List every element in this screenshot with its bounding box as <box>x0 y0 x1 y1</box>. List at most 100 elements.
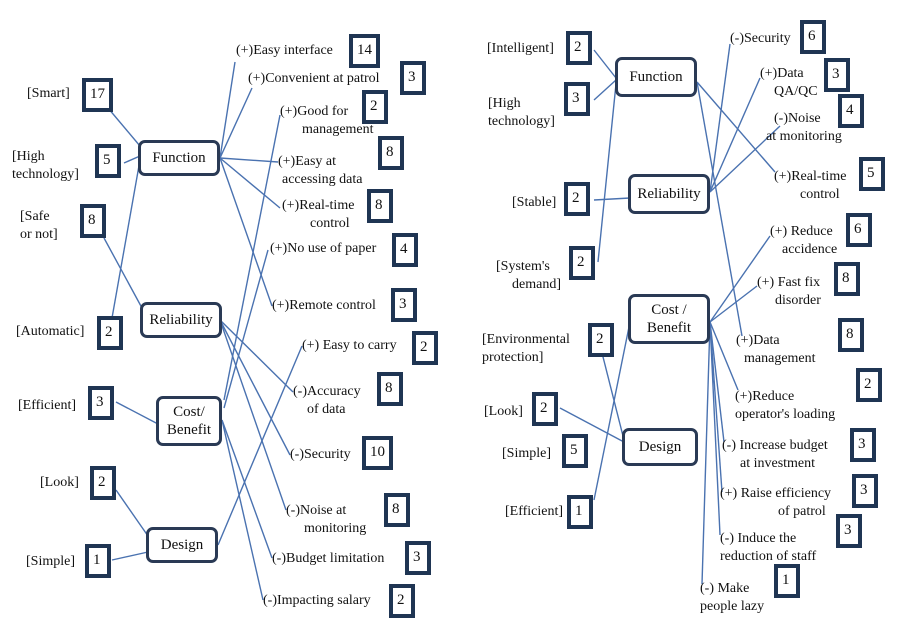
count-box: 3 <box>88 386 114 420</box>
label-line: (+)Good for <box>280 104 349 119</box>
count-box: 2 <box>564 182 590 216</box>
item-label: (+)Reduce operator's loading <box>735 388 835 424</box>
count-box: 2 <box>566 31 592 65</box>
label-line: accidence <box>782 242 838 257</box>
count-box: 1 <box>85 544 111 578</box>
count-box: 3 <box>836 514 862 548</box>
label-line: [Environmental <box>482 332 570 347</box>
label-line: monitoring <box>304 521 367 536</box>
item-label: (-)Impacting salary <box>263 593 371 608</box>
count-box: 3 <box>564 82 590 116</box>
item-label: (+) Raise efficiency of patrol <box>720 485 831 521</box>
item-label: (-)Security <box>290 447 351 462</box>
count-box: 3 <box>405 541 431 575</box>
label-line: [High <box>488 96 521 111</box>
attribute-label: [High technology] <box>488 95 555 131</box>
count-box: 8 <box>377 372 403 406</box>
label-line: technology] <box>488 114 555 129</box>
label-line: Benefit <box>166 422 212 438</box>
item-label: (+) Easy to carry <box>302 338 397 353</box>
attribute-label: [Efficient] <box>18 398 77 413</box>
item-label: (+) Reduce accidence <box>770 223 837 259</box>
item-label: (-)Noise at monitoring <box>766 110 842 146</box>
label-line: (+)Real-time <box>774 169 847 184</box>
label-line: control <box>800 187 840 202</box>
category-design: Design <box>622 428 698 466</box>
label-line: (+)Data <box>760 66 804 81</box>
count-box: 1 <box>567 495 593 529</box>
label-line: (+)Easy at <box>278 154 337 169</box>
label-line: people lazy <box>700 599 765 614</box>
label-line: management <box>302 122 374 137</box>
attribute-label: [Look] <box>40 475 79 490</box>
category-function: Function <box>615 57 697 97</box>
label-line: of patrol <box>778 504 826 519</box>
label-line: [System's <box>496 259 550 274</box>
label-line: (+) Reduce <box>770 224 833 239</box>
count-box: 4 <box>838 94 864 128</box>
count-box: 2 <box>389 584 415 618</box>
label-line: (-) Induce the <box>720 531 797 546</box>
category-reliability: Reliability <box>140 302 222 338</box>
label-line: accessing data <box>282 172 363 187</box>
label-line: (+) Raise efficiency <box>720 486 832 501</box>
attribute-label: [Smart] <box>27 86 70 101</box>
item-label: (+)Remote control <box>272 298 376 313</box>
count-box: 6 <box>846 213 872 247</box>
label-line: (+)Reduce <box>735 389 795 404</box>
item-label: (-)Security <box>730 31 791 46</box>
label-line: operator's loading <box>735 407 836 422</box>
count-box: 8 <box>834 262 860 296</box>
label-line: (-)Noise <box>774 111 821 126</box>
count-box: 2 <box>97 316 123 350</box>
count-box: 2 <box>90 466 116 500</box>
count-box: 3 <box>824 58 850 92</box>
item-label: (+)Good for management <box>280 103 374 139</box>
category-function: Function <box>138 140 220 176</box>
attribute-label: [Efficient] <box>505 504 564 519</box>
item-label: (+)Real-time control <box>774 168 846 204</box>
label-line: (-)Accuracy <box>293 384 361 399</box>
label-line: technology] <box>12 167 79 182</box>
count-box: 8 <box>367 189 393 223</box>
attribute-label: [Look] <box>484 404 523 419</box>
attribute-label: [Intelligent] <box>487 41 554 56</box>
label-line: Cost / <box>651 302 687 318</box>
count-box: 2 <box>362 90 388 124</box>
label-line: (-) Increase budget <box>722 438 828 453</box>
item-label: (-)Noise at monitoring <box>286 502 366 538</box>
label-line: Cost/ <box>173 404 205 420</box>
label-line: protection] <box>482 350 544 365</box>
label-line: at investment <box>740 456 816 471</box>
item-label: (+)No use of paper <box>270 241 377 256</box>
attribute-label: [Environmental protection] <box>482 331 570 367</box>
label-line: at monitoring <box>766 129 842 144</box>
item-label: (+)Easy interface <box>236 43 333 58</box>
category-cost-benefit: Cost/Benefit <box>156 396 222 446</box>
count-box: 14 <box>349 34 380 68</box>
count-box: 2 <box>588 323 614 357</box>
count-box: 2 <box>569 246 595 280</box>
count-box: 2 <box>856 368 882 402</box>
label-line: QA/QC <box>774 84 818 99</box>
label-line: Benefit <box>646 320 692 336</box>
label-line: [Safe <box>20 209 50 224</box>
count-box: 3 <box>400 61 426 95</box>
item-label: (-) Increase budget at investment <box>722 437 828 473</box>
count-box: 5 <box>562 434 588 468</box>
label-line: (-) Make <box>700 581 750 596</box>
label-line: [High <box>12 149 45 164</box>
count-box: 10 <box>362 436 393 470</box>
category-reliability: Reliability <box>628 174 710 214</box>
count-box: 6 <box>800 20 826 54</box>
count-box: 1 <box>774 564 800 598</box>
attribute-label: [Simple] <box>502 446 551 461</box>
label-line: (-)Noise at <box>286 503 347 518</box>
